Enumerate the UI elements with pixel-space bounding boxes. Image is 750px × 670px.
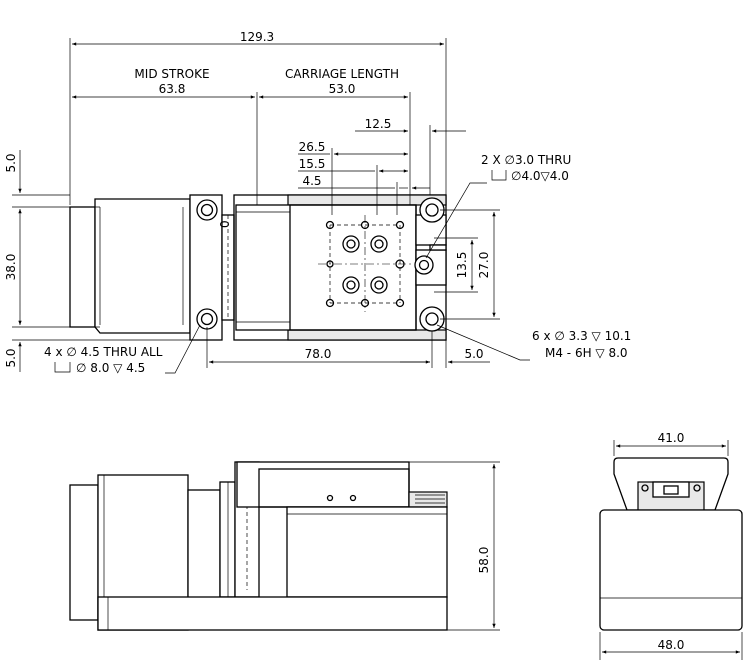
- thru-holes-note-line1: 2 X ∅3.0 THRU: [481, 153, 571, 167]
- mount-hole-tl: [196, 199, 218, 221]
- top-view: 0 129.3 MID STROKE 63.8 CARRIAGE LENGTH …: [4, 30, 631, 375]
- carriage-length-label: CARRIAGE LENGTH: [285, 67, 399, 81]
- dim-5-0-right: 5.0: [464, 347, 483, 361]
- zero-mark: 0: [218, 220, 232, 228]
- side-motor-cap: [69, 484, 99, 621]
- mount-hole-note-line2: ∅ 8.0 ▽ 4.5: [76, 361, 145, 375]
- dim-26-5: 26.5: [299, 140, 326, 154]
- dim-height-58-0: 58.0: [477, 547, 491, 574]
- dim-12-5: 12.5: [365, 117, 392, 131]
- dim-4-5: 4.5: [302, 174, 321, 188]
- motor-body: [94, 198, 191, 334]
- dim-27-0: 27.0: [477, 252, 491, 279]
- dim-78-0: 78.0: [305, 347, 332, 361]
- mount-hole-note-line1: 4 x ∅ 4.5 THRU ALL: [44, 345, 163, 359]
- tapped-holes-note-line1: 6 x ∅ 3.3 ▽ 10.1: [532, 329, 631, 343]
- rail-bottom: [287, 329, 447, 341]
- side-view: 58.0: [69, 461, 500, 631]
- motor-rear-cap: [69, 206, 96, 328]
- dim-overall-length: 129.3: [240, 30, 274, 44]
- dim-end-bottom-48-0: 48.0: [658, 638, 685, 652]
- tapped-hole-pattern: [318, 215, 412, 312]
- carriage: [235, 204, 417, 331]
- mount-hole-tr: [419, 197, 445, 223]
- end-view: 41.0 48.0: [599, 431, 743, 660]
- mid-stroke-label: MID STROKE: [134, 67, 209, 81]
- mount-hole-bl: [196, 308, 218, 330]
- thru-holes-note-line2: ∅4.0▽4.0: [511, 169, 569, 183]
- side-body: [286, 506, 448, 598]
- side-base: [97, 596, 448, 631]
- dim-carriage-length: 53.0: [329, 82, 356, 96]
- dim-15-5: 15.5: [299, 157, 326, 171]
- dim-mid-stroke: 63.8: [159, 82, 186, 96]
- dim-13-5: 13.5: [455, 252, 469, 279]
- dim-left-5-0-top: 5.0: [4, 153, 18, 172]
- dim-left-38-0: 38.0: [4, 254, 18, 281]
- tapped-holes-note-line2: M4 - 6H ▽ 8.0: [545, 346, 628, 360]
- dim-left-5-0-bottom: 5.0: [4, 348, 18, 367]
- thru-hole-right: [414, 255, 434, 275]
- end-body: [599, 509, 743, 631]
- dim-end-top-41-0: 41.0: [658, 431, 685, 445]
